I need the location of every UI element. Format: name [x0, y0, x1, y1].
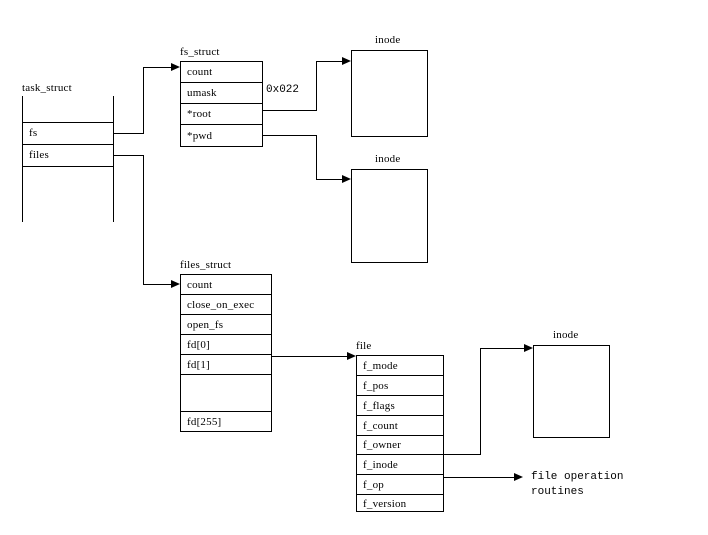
connector-root-horizontal-out	[263, 110, 317, 111]
connector-pwd-horizontal-in	[316, 179, 344, 180]
fs-struct-row-pwd: *pwd	[187, 129, 213, 142]
task-struct-field-files: files	[29, 149, 49, 161]
file-operation-routines-line2: routines	[531, 486, 584, 498]
file-struct-box: f_mode f_pos f_flags f_count f_owner f_i…	[356, 355, 444, 512]
connector-pwd-arrowhead	[342, 175, 351, 183]
file-struct-row-f-inode: f_inode	[357, 455, 443, 475]
connector-fs-horizontal-out	[113, 133, 144, 134]
connector-pwd-vertical	[316, 135, 317, 180]
connector-fs-vertical	[143, 67, 144, 134]
task-struct-separator-1	[22, 122, 114, 123]
task-struct-right-rail	[113, 96, 114, 222]
files-struct-row-open-fs: open_fs	[181, 315, 271, 335]
files-struct-box: count close_on_exec open_fs fd[0] fd[1] …	[180, 274, 272, 432]
task-struct-separator-2	[22, 144, 114, 145]
connector-fs-arrowhead	[171, 63, 180, 71]
files-struct-label: files_struct	[180, 259, 232, 271]
connector-root-horizontal-in	[316, 61, 344, 62]
file-struct-row-f-flags: f_flags	[357, 396, 443, 416]
fs-struct-box: count umask *root *pwd	[180, 61, 263, 147]
file-struct-row-f-version: f_version	[363, 498, 407, 510]
files-struct-row-fd0: fd[0]	[181, 335, 271, 355]
task-struct-separator-3	[22, 166, 114, 167]
connector-files-vertical	[143, 155, 144, 284]
connector-files-horizontal-in	[143, 284, 173, 285]
connector-fs-horizontal-in	[143, 67, 173, 68]
file-struct-row-f-mode: f_mode	[357, 356, 443, 376]
fs-struct-row-count: count	[181, 62, 262, 83]
inode-file-box	[533, 345, 610, 438]
files-struct-row-fd1: fd[1]	[181, 355, 271, 375]
connector-f-op-horizontal	[444, 477, 521, 478]
task-struct-left-rail	[22, 96, 23, 222]
task-struct-label: task_struct	[22, 82, 72, 94]
inode-pwd-box	[351, 169, 428, 263]
inode-pwd-label: inode	[375, 153, 401, 165]
connector-files-arrowhead	[171, 280, 180, 288]
connector-pwd-horizontal-out	[263, 135, 317, 136]
file-struct-label: file	[356, 340, 372, 352]
inode-root-box	[351, 50, 428, 137]
inode-root-label: inode	[375, 34, 401, 46]
inode-file-label: inode	[553, 329, 579, 341]
files-struct-row-fd255: fd[255]	[187, 415, 222, 428]
connector-f-inode-arrowhead	[524, 344, 533, 352]
connector-files-horizontal-out	[113, 155, 144, 156]
file-struct-row-f-count: f_count	[357, 416, 443, 436]
connector-f-op-arrowhead	[514, 473, 523, 481]
connector-f-inode-vertical	[480, 348, 481, 455]
fs-struct-row-root: *root	[181, 104, 262, 125]
file-struct-row-f-pos: f_pos	[357, 376, 443, 396]
fs-struct-label: fs_struct	[180, 46, 220, 58]
file-struct-row-f-owner: f_owner	[357, 436, 443, 455]
umask-value-label: 0x022	[266, 84, 300, 96]
fs-struct-row-umask: umask	[181, 83, 262, 104]
connector-f-inode-horizontal-in	[480, 348, 527, 349]
connector-f-inode-horizontal-out	[444, 454, 481, 455]
connector-fd1-arrowhead	[347, 352, 356, 360]
files-struct-row-count: count	[181, 275, 271, 295]
task-struct-field-fs: fs	[29, 127, 38, 139]
connector-root-vertical	[316, 61, 317, 111]
files-struct-row-close-on-exec: close_on_exec	[181, 295, 271, 315]
files-struct-row-gap	[181, 375, 271, 412]
file-struct-row-f-op: f_op	[357, 475, 443, 495]
connector-root-arrowhead	[342, 57, 351, 65]
file-operation-routines-line1: file operation	[531, 471, 624, 483]
connector-fd1-horizontal	[272, 356, 349, 357]
